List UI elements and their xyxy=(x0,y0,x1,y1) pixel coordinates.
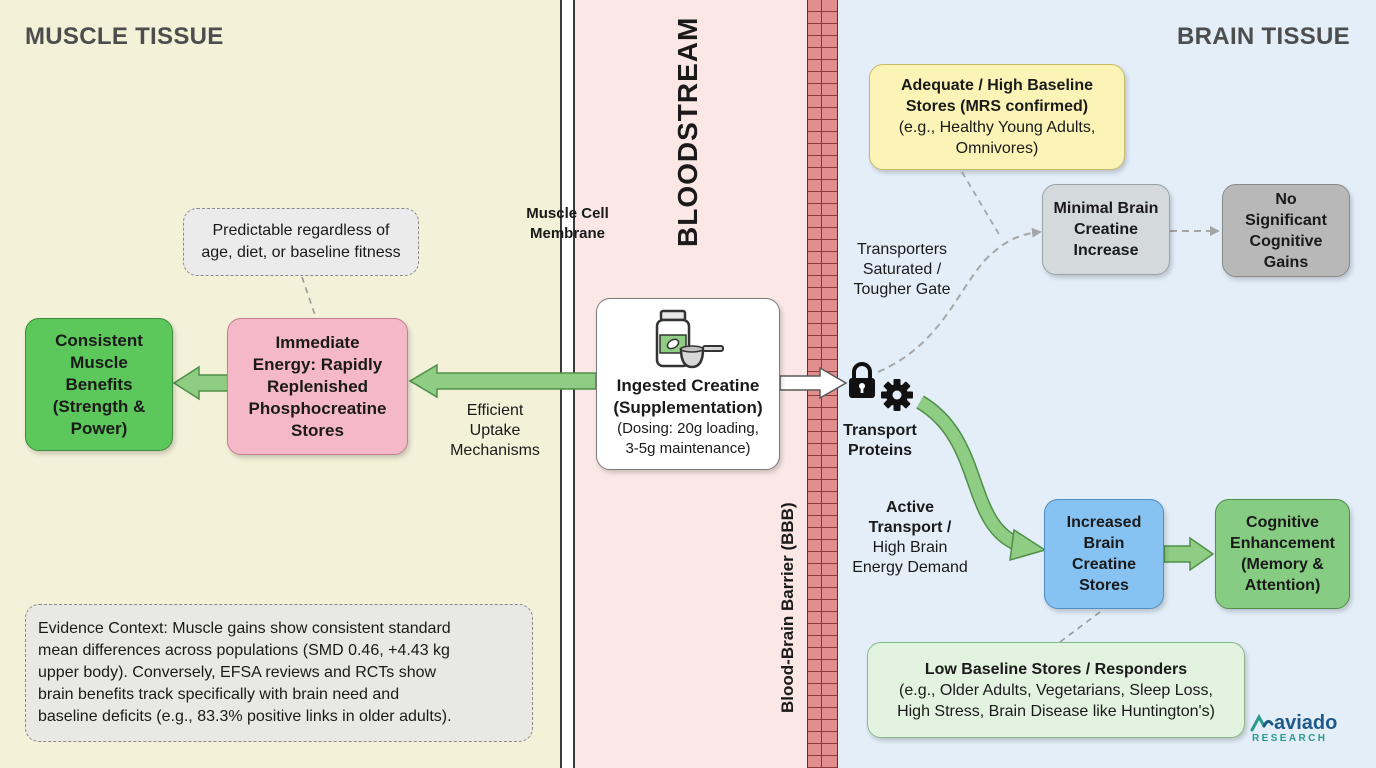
dosing-line2: 3-5g maintenance) xyxy=(625,440,751,457)
benefits-line3: Benefits xyxy=(65,374,133,394)
active-transport-label: Active Transport / High Brain Energy Dem… xyxy=(840,498,980,578)
arrow-energy-to-benefits xyxy=(172,365,229,401)
uptake-line3: Mechanisms xyxy=(450,442,540,459)
predictable-note: Predictable regardless of age, diet, or … xyxy=(183,208,419,276)
padlock-icon xyxy=(849,362,875,398)
increased-line4: Stores xyxy=(1079,577,1129,594)
low-line2: (e.g., Older Adults, Vegetarians, Sleep … xyxy=(899,681,1213,699)
increased-line3: Creatine xyxy=(1071,556,1137,573)
minimal-line2: Creatine xyxy=(1073,221,1139,238)
energy-line4: Phosphocreatine xyxy=(248,398,387,418)
energy-line1: Immediate xyxy=(275,332,360,352)
ingested-creatine-box: Ingested Creatine (Supplementation) (Dos… xyxy=(596,298,780,470)
arrow-increased-to-cognitive xyxy=(1163,536,1215,572)
active-line3: High Brain xyxy=(872,539,948,556)
cognitive-line2: Enhancement xyxy=(1230,535,1335,552)
gear-icon xyxy=(881,379,913,411)
saturated-line1: Transporters xyxy=(856,241,948,258)
phosphocreatine-stores-box: Immediate Energy: Rapidly Replenished Ph… xyxy=(227,318,408,455)
dashed-note-to-energy xyxy=(301,276,317,319)
muscle-benefits-box: Consistent Muscle Benefits (Strength & P… xyxy=(25,318,173,451)
nogain-line2: Cognitive xyxy=(1249,232,1323,250)
arrow-gear-to-increased-fill xyxy=(916,396,1023,551)
adequate-line2: Stores (MRS confirmed) xyxy=(905,98,1089,115)
dosing-line1: (Dosing: 20g loading, xyxy=(617,420,759,437)
increased-brain-creatine-box: Increased Brain Creatine Stores xyxy=(1044,499,1164,609)
cognitive-enhancement-box: Cognitive Enhancement (Memory & Attentio… xyxy=(1215,499,1350,609)
evidence-line5: baseline deficits (e.g., 83.3% positive … xyxy=(38,708,452,725)
bloodstream-title: BLOODSTREAM xyxy=(672,16,703,247)
active-line4: Energy Demand xyxy=(852,559,968,576)
increased-line1: Increased xyxy=(1066,514,1142,531)
low-baseline-responders-box: Low Baseline Stores / Responders (e.g., … xyxy=(867,642,1245,738)
benefits-line1: Consistent xyxy=(55,330,143,350)
low-line3: High Stress, Brain Disease like Huntingt… xyxy=(897,702,1215,720)
supplement-bottle-scoop-icon xyxy=(655,309,724,369)
benefits-line4: (Strength & xyxy=(52,396,146,416)
muscle-tissue-title: MUSCLE TISSUE xyxy=(25,23,224,50)
cognitive-line3: (Memory & xyxy=(1241,556,1324,573)
transport-proteins-label: Transport Proteins xyxy=(830,421,930,461)
evidence-context-box: Evidence Context: Muscle gains show cons… xyxy=(25,604,533,742)
creatine-title-line2: (Supplementation) xyxy=(613,398,763,417)
membrane-label-line1: Muscle Cell xyxy=(526,205,609,222)
dashed-lock-to-minimal xyxy=(877,227,1042,373)
aviado-logo-icon xyxy=(1250,714,1274,732)
dashed-low-to-increased xyxy=(1059,611,1101,643)
cognitive-line4: Attention) xyxy=(1244,577,1321,594)
membrane-label: Muscle Cell Membrane xyxy=(500,204,635,244)
energy-line5: Stores xyxy=(291,420,344,440)
membrane-label-line2: Membrane xyxy=(529,225,606,242)
brand-sub: RESEARCH xyxy=(1252,733,1328,744)
minimal-line3: Increase xyxy=(1073,242,1139,259)
arrow-creatine-to-bbb xyxy=(779,366,848,400)
evidence-line3: upper body). Conversely, EFSA reviews an… xyxy=(38,664,437,681)
predictable-note-line1: Predictable regardless of xyxy=(212,222,390,239)
transporters-saturated-label: Transporters Saturated / Tougher Gate xyxy=(840,240,964,300)
adequate-baseline-box: Adequate / High Baseline Stores (MRS con… xyxy=(869,64,1125,170)
uptake-line1: Efficient xyxy=(466,402,524,419)
nogain-line1: No Significant xyxy=(1245,190,1327,229)
minimal-line1: Minimal Brain xyxy=(1053,200,1159,217)
predictable-note-line2: age, diet, or baseline fitness xyxy=(201,244,401,261)
active-line1: Active xyxy=(885,499,935,516)
transport-line2: Proteins xyxy=(847,442,912,459)
adequate-line1: Adequate / High Baseline xyxy=(900,77,1094,94)
increased-line2: Brain xyxy=(1083,535,1125,552)
efficient-uptake-label: Efficient Uptake Mechanisms xyxy=(430,401,560,461)
benefits-line2: Muscle xyxy=(70,352,128,372)
no-cognitive-gains-box: No Significant Cognitive Gains xyxy=(1222,184,1350,277)
saturated-line2: Saturated / xyxy=(862,261,942,278)
energy-line3: Replenished xyxy=(266,376,369,396)
adequate-line4: Omnivores) xyxy=(955,140,1039,157)
minimal-brain-creatine-box: Minimal Brain Creatine Increase xyxy=(1042,184,1170,275)
creatine-title-line1: Ingested Creatine xyxy=(616,376,760,395)
adequate-line3: (e.g., Healthy Young Adults, xyxy=(898,119,1096,136)
energy-line2: Energy: Rapidly xyxy=(252,354,383,374)
active-line2: Transport / xyxy=(868,519,952,536)
arrow-creatine-to-energy xyxy=(408,363,597,399)
benefits-line5: Power) xyxy=(70,418,128,438)
low-line1: Low Baseline Stores / Responders xyxy=(924,660,1188,678)
transport-line1: Transport xyxy=(843,422,917,439)
cognitive-line1: Cognitive xyxy=(1246,514,1319,531)
arrow-gear-to-increased-head xyxy=(1009,528,1047,562)
aviado-logo: aviado RESEARCH xyxy=(1250,712,1350,746)
evidence-line1: Evidence Context: Muscle gains show cons… xyxy=(38,620,451,637)
uptake-line2: Uptake xyxy=(469,422,521,439)
nogain-line3: Gains xyxy=(1263,253,1309,271)
dashed-adequate-to-minimal xyxy=(961,171,1001,237)
bbb-label: Blood-Brain Barrier (BBB) xyxy=(778,502,797,713)
evidence-line4: brain benefits track specifically with b… xyxy=(38,686,400,703)
evidence-line2: mean differences across populations (SMD… xyxy=(38,642,450,659)
saturated-line3: Tougher Gate xyxy=(853,281,951,298)
brain-tissue-title: BRAIN TISSUE xyxy=(1177,23,1350,50)
brand-name: aviado xyxy=(1274,712,1338,734)
